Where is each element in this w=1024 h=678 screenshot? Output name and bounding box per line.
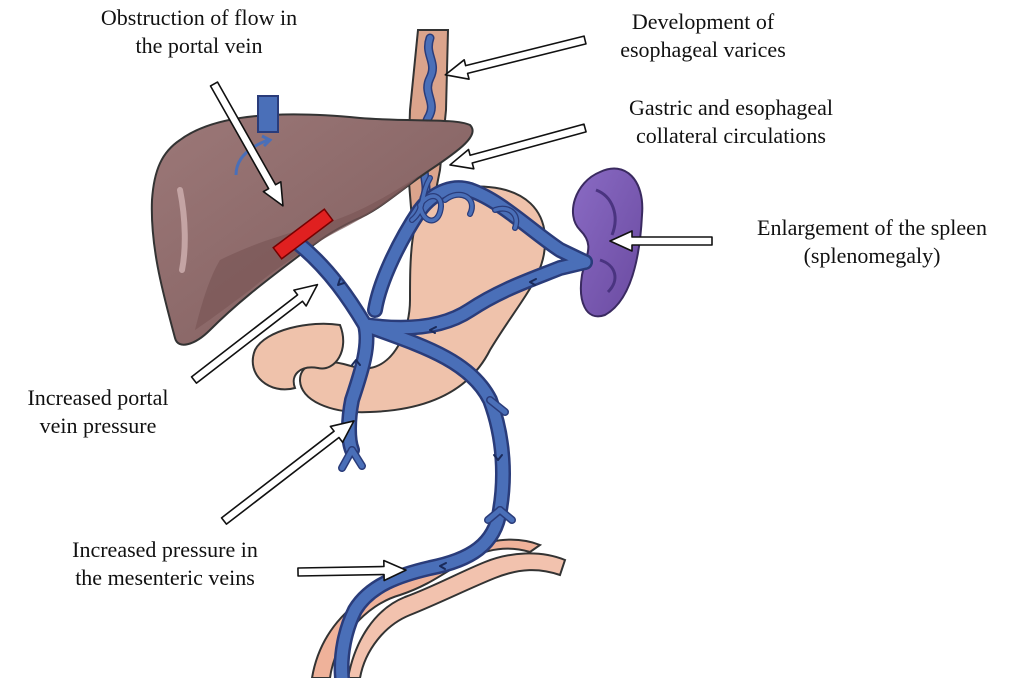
- arrow-mesenteric-lower: [297, 559, 407, 582]
- arrow-obstruction: [209, 81, 284, 207]
- label-obstruction-line2: the portal vein: [135, 33, 263, 58]
- arrow-varices: [444, 35, 587, 81]
- label-varices-line2: esophageal varices: [620, 37, 786, 62]
- obstruction-marker: [272, 208, 334, 260]
- label-varices-line1: Development of: [631, 9, 775, 34]
- arrow-mesenteric-upper: [220, 420, 355, 525]
- label-mesenteric: Increased pressure in the mesenteric vei…: [30, 536, 300, 592]
- duodenum: [251, 322, 345, 391]
- label-collateral-line2: collateral circulations: [636, 123, 826, 148]
- label-spleen-line2: (splenomegaly): [803, 243, 941, 268]
- hepatic-vein: [257, 95, 279, 133]
- arrow-collateral: [449, 123, 587, 170]
- label-mesenteric-line2: the mesenteric veins: [75, 565, 255, 590]
- spleen: [571, 167, 644, 318]
- callout-arrows: [190, 35, 713, 582]
- label-portal-pressure-line2: vein pressure: [39, 413, 157, 438]
- label-mesenteric-line1: Increased pressure in: [72, 537, 258, 562]
- label-obstruction-line1: Obstruction of flow in: [100, 5, 298, 30]
- label-obstruction: Obstruction of flow in the portal vein: [64, 4, 334, 60]
- arrow-spleen: [609, 230, 713, 252]
- label-spleen-line1: Enlargement of the spleen: [757, 215, 987, 240]
- label-varices: Development of esophageal varices: [588, 8, 818, 64]
- label-portal-pressure-line1: Increased portal: [27, 385, 169, 410]
- label-collateral: Gastric and esophageal collateral circul…: [596, 94, 866, 150]
- arrow-portal-pressure: [190, 283, 319, 384]
- label-portal-pressure: Increased portal vein pressure: [0, 384, 196, 440]
- label-collateral-line1: Gastric and esophageal: [628, 95, 834, 120]
- label-spleen: Enlargement of the spleen (splenomegaly): [722, 214, 1022, 270]
